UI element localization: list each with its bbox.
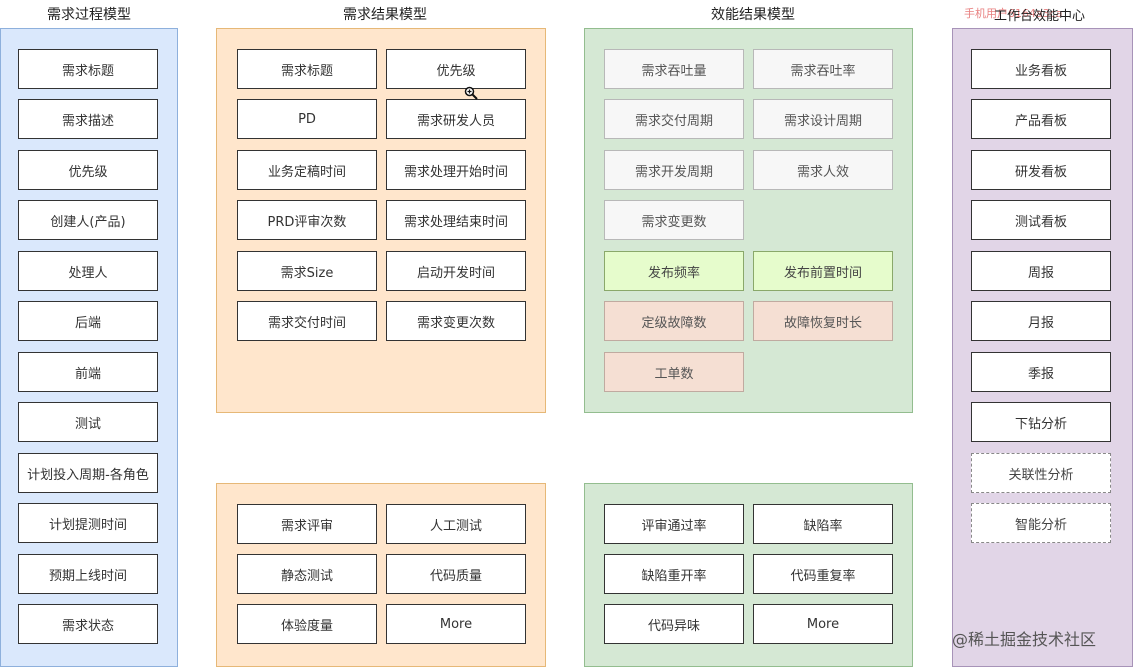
result-item: PD (237, 99, 377, 139)
result-item: 需求变更次数 (386, 301, 526, 341)
efficiency-item: 需求开发周期 (604, 150, 744, 190)
process-item: 测试 (18, 402, 158, 442)
workbench-item: 下钻分析 (971, 402, 1111, 442)
efficiency-item-release: 发布前置时间 (753, 251, 893, 291)
result-item: 需求处理结束时间 (386, 200, 526, 240)
zoom-cursor-icon (464, 86, 478, 100)
result-item: 需求Size (237, 251, 377, 291)
result-item: 需求处理开始时间 (386, 150, 526, 190)
efficiency-item: 需求交付周期 (604, 99, 744, 139)
result-item: 需求研发人员 (386, 99, 526, 139)
efficiency-item-incident: 定级故障数 (604, 301, 744, 341)
code-quality-item: 缺陷率 (753, 504, 893, 544)
efficiency-item: 需求人效 (753, 150, 893, 190)
more-button[interactable]: More (386, 604, 526, 644)
result-item: 启动开发时间 (386, 251, 526, 291)
workbench-item: 季报 (971, 352, 1111, 392)
workbench-item: 周报 (971, 251, 1111, 291)
workbench-item: 月报 (971, 301, 1111, 341)
efficiency-item-release: 发布频率 (604, 251, 744, 291)
workbench-item-planned: 智能分析 (971, 503, 1111, 543)
process-item: 创建人(产品) (18, 200, 158, 240)
result-item: 优先级 (386, 49, 526, 89)
quality-item: 人工测试 (386, 504, 526, 544)
code-quality-item: 代码异味 (604, 604, 744, 644)
top-watermark: 手机用户6164a3ca (964, 7, 1063, 20)
more-button[interactable]: More (753, 604, 893, 644)
process-item: 预期上线时间 (18, 554, 158, 594)
code-quality-item: 评审通过率 (604, 504, 744, 544)
efficiency-item: 需求吞吐量 (604, 49, 744, 89)
process-item: 计划投入周期-各角色 (18, 453, 158, 493)
process-item: 需求描述 (18, 99, 158, 139)
process-item: 后端 (18, 301, 158, 341)
quality-item: 代码质量 (386, 554, 526, 594)
efficiency-item-incident: 工单数 (604, 352, 744, 392)
workbench-item-planned: 关联性分析 (971, 453, 1111, 493)
result-item: PRD评审次数 (237, 200, 377, 240)
workbench-item: 研发看板 (971, 150, 1111, 190)
efficiency-item: 需求吞吐率 (753, 49, 893, 89)
result-item: 业务定稿时间 (237, 150, 377, 190)
quality-item: 体验度量 (237, 604, 377, 644)
efficiency-item: 需求变更数 (604, 200, 744, 240)
bottom-watermark: @稀土掘金技术社区 (952, 630, 1097, 649)
quality-item: 静态测试 (237, 554, 377, 594)
result-item: 需求标题 (237, 49, 377, 89)
code-quality-item: 代码重复率 (753, 554, 893, 594)
process-item: 需求状态 (18, 604, 158, 644)
workbench-item: 业务看板 (971, 49, 1111, 89)
title-process-model: 需求过程模型 (47, 7, 131, 23)
title-workbench-center: 工作台效能中心 (994, 9, 1086, 24)
process-item: 前端 (18, 352, 158, 392)
efficiency-item-incident: 故障恢复时长 (753, 301, 893, 341)
efficiency-item: 需求设计周期 (753, 99, 893, 139)
code-quality-item: 缺陷重开率 (604, 554, 744, 594)
process-item: 优先级 (18, 150, 158, 190)
process-item: 处理人 (18, 251, 158, 291)
result-item: 需求交付时间 (237, 301, 377, 341)
workbench-item: 产品看板 (971, 99, 1111, 139)
title-efficiency-model: 效能结果模型 (711, 7, 795, 23)
process-item: 计划提测时间 (18, 503, 158, 543)
title-result-model: 需求结果模型 (343, 7, 427, 23)
quality-item: 需求评审 (237, 504, 377, 544)
workbench-item: 测试看板 (971, 200, 1111, 240)
process-item: 需求标题 (18, 49, 158, 89)
